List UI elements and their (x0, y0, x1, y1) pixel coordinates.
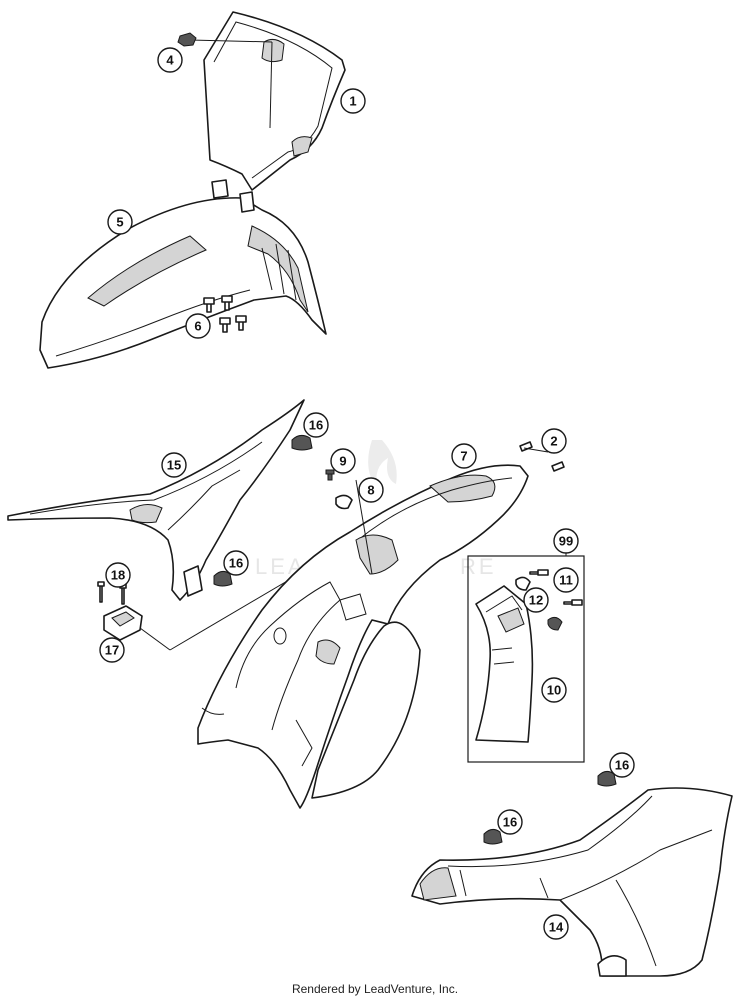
part-5-front-fender[interactable] (39, 179, 327, 369)
part-16-grommet-upper[interactable] (291, 434, 313, 451)
svg-text:16: 16 (615, 758, 629, 773)
svg-text:8: 8 (367, 483, 374, 498)
callout-4: 4 (157, 47, 183, 73)
svg-text:11: 11 (559, 573, 573, 588)
callout-8: 8 (358, 477, 384, 503)
svg-text:9: 9 (339, 454, 346, 469)
svg-text:10: 10 (547, 683, 561, 698)
part-6-screws[interactable] (203, 295, 247, 333)
callout-11: 11 (553, 567, 579, 593)
part-16-grommet-lower[interactable] (213, 570, 233, 587)
callout-18: 18 (105, 562, 131, 588)
svg-text:14: 14 (549, 920, 564, 935)
part-7-rear-fender[interactable] (197, 464, 529, 809)
svg-text:5: 5 (116, 215, 123, 230)
part-16-grommet-right[interactable] (597, 770, 617, 787)
part-12-washers[interactable] (515, 576, 563, 631)
part-2-screws[interactable] (519, 441, 565, 472)
callout-17: 17 (99, 637, 125, 663)
part-4-nut[interactable] (177, 32, 197, 47)
callout-6: 6 (185, 313, 211, 339)
watermark-text-right: RE (460, 554, 497, 579)
svg-text:12: 12 (529, 593, 543, 608)
part-15-radiator-shroud[interactable] (7, 399, 305, 601)
svg-text:4: 4 (166, 53, 174, 68)
callout-2: 2 (541, 428, 567, 454)
svg-text:15: 15 (167, 458, 181, 473)
part-10-mud-flap[interactable] (475, 585, 534, 743)
callout-1: 1 (340, 88, 366, 114)
part-16-grommet-bottom[interactable] (483, 828, 503, 845)
svg-text:16: 16 (309, 418, 323, 433)
callout-9: 9 (330, 448, 356, 474)
svg-text:1: 1 (349, 94, 356, 109)
svg-text:7: 7 (460, 449, 467, 464)
callout-15: 15 (161, 452, 187, 478)
callout-16-upper: 16 (303, 412, 329, 438)
callout-12: 12 (523, 587, 549, 613)
callout-16-lower: 16 (223, 550, 249, 576)
svg-text:16: 16 (229, 556, 243, 571)
callout-5: 5 (107, 209, 133, 235)
part-1-number-plate[interactable] (189, 11, 346, 191)
callout-14: 14 (543, 914, 569, 940)
svg-text:99: 99 (559, 534, 573, 549)
callout-16-bottom: 16 (497, 809, 523, 835)
callout-99: 99 (553, 528, 579, 554)
footer-credit: Rendered by LeadVenture, Inc. (291, 982, 459, 996)
part-11-screws[interactable] (529, 569, 583, 606)
part-9-screw[interactable] (325, 469, 335, 481)
part-14-side-cover[interactable] (411, 787, 733, 977)
svg-text:2: 2 (550, 434, 557, 449)
callout-10: 10 (541, 677, 567, 703)
callout-7: 7 (451, 443, 477, 469)
svg-text:18: 18 (111, 568, 125, 583)
callout-16-right: 16 (609, 752, 635, 778)
part-8-washer[interactable] (335, 494, 353, 510)
svg-text:17: 17 (105, 643, 119, 658)
svg-text:16: 16 (503, 815, 517, 830)
svg-text:6: 6 (194, 319, 201, 334)
